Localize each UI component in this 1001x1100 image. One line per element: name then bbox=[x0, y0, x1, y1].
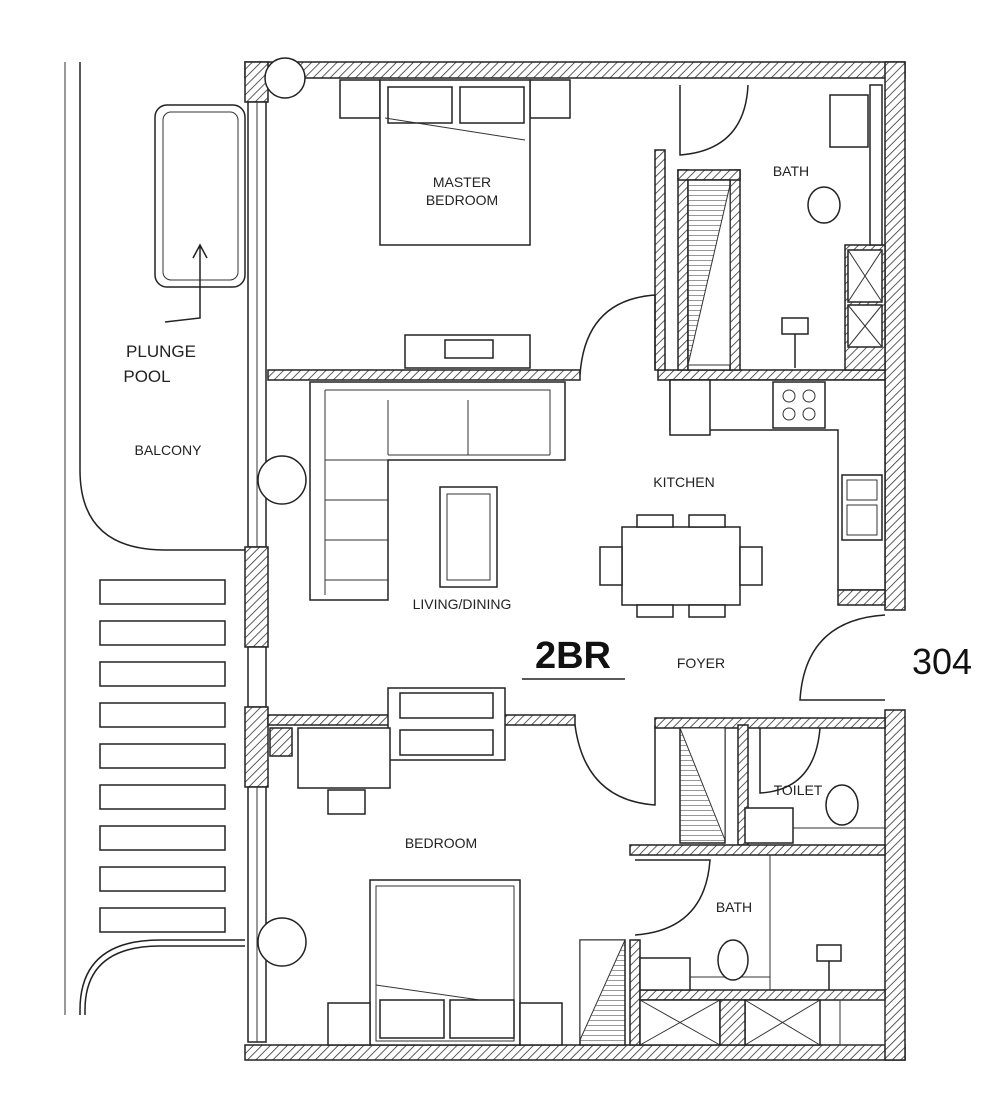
label-living-dining: LIVING/DINING bbox=[413, 596, 512, 612]
arrow-icon bbox=[164, 243, 208, 323]
label-kitchen: KITCHEN bbox=[653, 474, 714, 490]
unit-number: 304 bbox=[912, 641, 972, 682]
unit-type: 2BR bbox=[535, 635, 611, 677]
label-toilet: TOILET bbox=[774, 782, 823, 798]
room-labels: MASTER BEDROOM BATH PLUNGE POOL BALCONY … bbox=[123, 163, 972, 915]
deck-slats bbox=[99, 579, 226, 933]
label-bedroom: BEDROOM bbox=[405, 835, 477, 851]
balcony-area bbox=[64, 62, 246, 1015]
label-bath: BATH bbox=[716, 899, 752, 915]
bedroom-furniture bbox=[269, 687, 563, 1046]
bath-fixtures bbox=[639, 784, 886, 1046]
living-furniture bbox=[309, 381, 763, 618]
walls bbox=[244, 61, 906, 1061]
master-bedroom-furniture bbox=[339, 79, 571, 369]
label-pool: POOL bbox=[123, 367, 170, 386]
sink bbox=[841, 474, 883, 541]
master-bath-fixtures bbox=[781, 84, 883, 368]
label-master-bedroom-1: MASTER bbox=[433, 174, 491, 190]
label-balcony: BALCONY bbox=[135, 442, 203, 458]
kitchen-fixtures bbox=[669, 379, 886, 606]
label-master-bath: BATH bbox=[773, 163, 809, 179]
label-plunge: PLUNGE bbox=[126, 342, 196, 361]
label-master-bedroom-2: BEDROOM bbox=[426, 192, 498, 208]
stove bbox=[772, 381, 826, 429]
doors bbox=[257, 57, 886, 967]
dining-table bbox=[621, 526, 741, 606]
label-foyer: FOYER bbox=[677, 655, 725, 671]
